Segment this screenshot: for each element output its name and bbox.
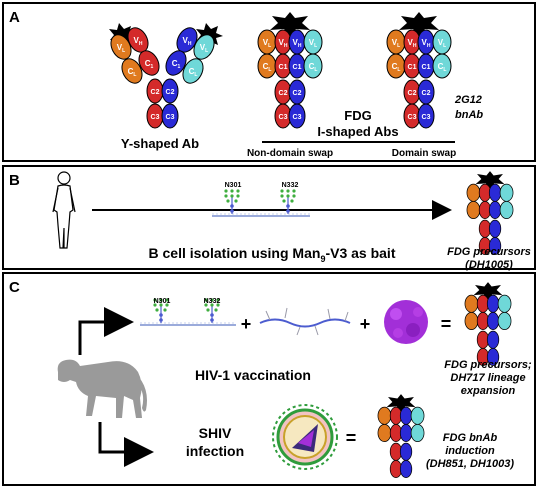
svg-text:C3: C3 [293, 114, 302, 121]
svg-text:VH: VH [293, 38, 302, 49]
svg-text:C3: C3 [166, 114, 175, 121]
i-shaped-label: I-shaped Abs [317, 124, 398, 139]
svg-text:CL: CL [128, 67, 137, 78]
infection-arrow [98, 422, 154, 467]
svg-text:C1: C1 [422, 64, 431, 71]
shiv-result-line3: (DH851, DH1003) [426, 458, 514, 470]
svg-text:C2: C2 [151, 89, 160, 96]
shiv-label-line2: infection [186, 443, 244, 459]
shiv-label-line1: SHIV [199, 425, 232, 441]
svg-text:VH: VH [279, 38, 288, 49]
svg-text:VL: VL [309, 38, 317, 49]
y-shaped-ab-label: Y-shaped Ab [121, 136, 199, 151]
panel-a: A VL VH CL C1 VH VL C [2, 2, 536, 162]
plus-sign: + [360, 314, 371, 334]
svg-text:C1: C1 [293, 64, 302, 71]
svg-text:C3: C3 [408, 114, 417, 121]
glycan-label-n332: N332 [282, 182, 299, 189]
svg-text:VH: VH [408, 38, 417, 49]
human-icon [52, 171, 76, 249]
svg-text:VL: VL [200, 43, 208, 54]
panel-b-caption: B cell isolation using Man9-V3 as bait [149, 245, 396, 264]
svg-text:C1: C1 [279, 64, 288, 71]
svg-text:VL: VL [263, 38, 271, 49]
svg-text:VL: VL [438, 38, 446, 49]
bnab-name: 2G12 [454, 94, 482, 106]
panel-b-result-line1: FDG precursors [447, 246, 531, 258]
man9-v3-glycopeptide [140, 297, 236, 326]
svg-text:CL: CL [263, 62, 272, 73]
svg-text:C2: C2 [279, 90, 288, 97]
svg-text:CL: CL [438, 62, 447, 73]
svg-text:C3: C3 [279, 114, 288, 121]
domain-swap-label: Domain swap [392, 148, 456, 159]
shiv-result-line1: FDG bnAb [443, 432, 498, 444]
bnab-suffix: bnAb [455, 109, 483, 121]
c-glycan-label-n301: N301 [154, 298, 171, 305]
svg-text:C1: C1 [408, 64, 417, 71]
svg-text:VH: VH [422, 38, 431, 49]
non-domain-swap-label: Non-domain swap [247, 148, 333, 159]
panel-c: C N301 N332 + + = HIV-1 v [2, 272, 536, 486]
panel-a-letter: A [9, 9, 20, 26]
shiv-virion-icon [272, 404, 338, 470]
svg-text:C2: C2 [422, 90, 431, 97]
vacc-result-line1: FDG precursors; [444, 359, 532, 371]
panel-b-letter: B [9, 172, 20, 189]
svg-text:C3: C3 [151, 114, 160, 121]
svg-text:VH: VH [134, 36, 143, 47]
svg-text:C1: C1 [145, 59, 154, 70]
panel-a-frame [2, 2, 536, 162]
man9-v3-bait [212, 188, 310, 217]
svg-text:CL: CL [392, 62, 401, 73]
svg-text:VL: VL [117, 43, 125, 54]
plus-sign: + [241, 314, 252, 334]
svg-text:CL: CL [189, 67, 198, 78]
fdg-label: FDG [344, 108, 371, 123]
nanoparticle-icon [384, 300, 428, 344]
svg-text:CL: CL [309, 62, 318, 73]
y-shaped-antibody: VL VH CL C1 VH VL C1 CL C2 C2 C3 C3 [109, 23, 223, 129]
shiv-result-line2: induction [445, 445, 495, 457]
macaque-icon [57, 359, 147, 418]
panel-c-letter: C [9, 279, 20, 296]
equals-sign: = [441, 314, 452, 334]
panel-b-result-line2: (DH1005) [465, 259, 513, 271]
glycopeptide-polymer [259, 307, 351, 336]
svg-text:C1: C1 [172, 59, 181, 70]
vacc-result-line3: expansion [461, 385, 516, 397]
iab-domain-labels: VL VH VH VL CL C1 C1 CL C2 C2 C3 C3 VL V… [263, 38, 447, 121]
svg-text:VH: VH [183, 36, 192, 47]
vaccination-label: HIV-1 vaccination [195, 367, 311, 383]
svg-text:VL: VL [392, 38, 400, 49]
vacc-result-line2: DH717 lineage [450, 372, 525, 384]
svg-text:C3: C3 [422, 114, 431, 121]
svg-text:C2: C2 [166, 89, 175, 96]
glycan-label-n301: N301 [225, 182, 242, 189]
svg-text:C2: C2 [293, 90, 302, 97]
panel-b: B N301 N332 B cell isolation using Man9-… [2, 165, 536, 271]
vaccination-arrow [78, 307, 134, 355]
c-glycan-label-n332: N332 [204, 298, 221, 305]
svg-text:C2: C2 [408, 90, 417, 97]
equals-sign: = [346, 428, 357, 448]
